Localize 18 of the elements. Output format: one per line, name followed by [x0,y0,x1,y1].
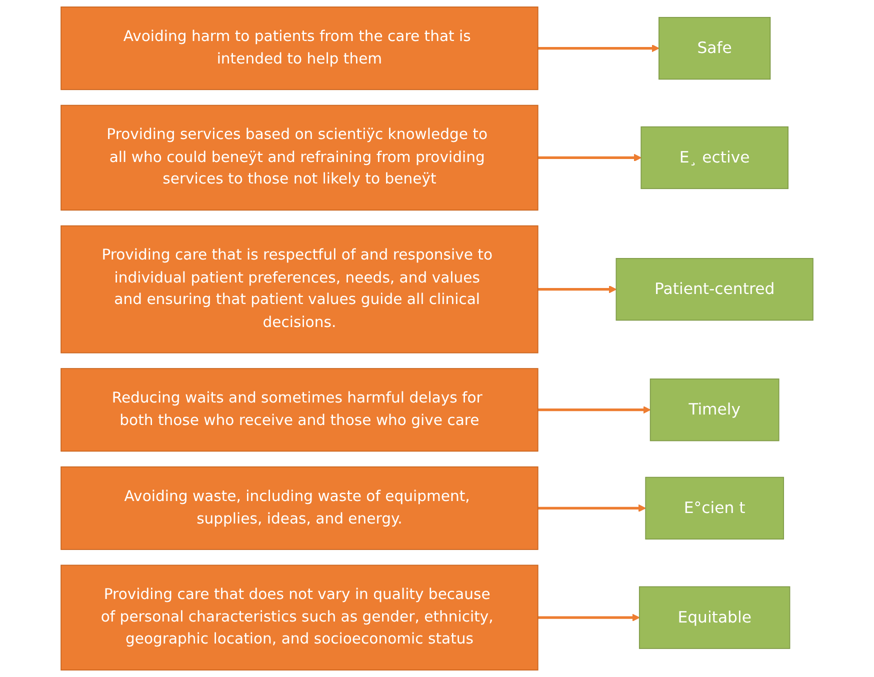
arrow [538,504,646,512]
node-box: Providing care that does not vary in quality because of personal characteristics such as gender, ethnicity, geographic location, and socioeconomic status [60,564,538,670]
node-box: E°cien t [645,476,784,540]
node-box: Equitable [638,586,790,649]
node-box: Safe [658,16,771,80]
node-box: Providing services based on scientiÿc knowledge to all who could beneÿt and refraining from providing services to those not likely to beneÿt [60,104,538,211]
arrow [538,286,617,294]
node-box: E¸ ective [640,126,788,190]
node-box: Avoiding waste, including waste of equipment, supplies, ideas, and energy. [60,466,538,550]
arrow [538,614,640,622]
node-box: Reducing waits and sometimes harmful delays for both those who receive and those who give care [60,368,538,452]
arrow [538,406,651,414]
arrow [538,44,660,52]
node-box: Timely [650,378,780,442]
node-box: Patient-centred [616,258,814,321]
node-box: Providing care that is respectful of and responsive to individual patient preferences, needs, and values and ensuring that patient values guide all clinical decisions. [60,225,538,354]
node-box: Avoiding harm to patients from the care that is intended to help them [60,6,538,90]
arrow [538,154,642,162]
